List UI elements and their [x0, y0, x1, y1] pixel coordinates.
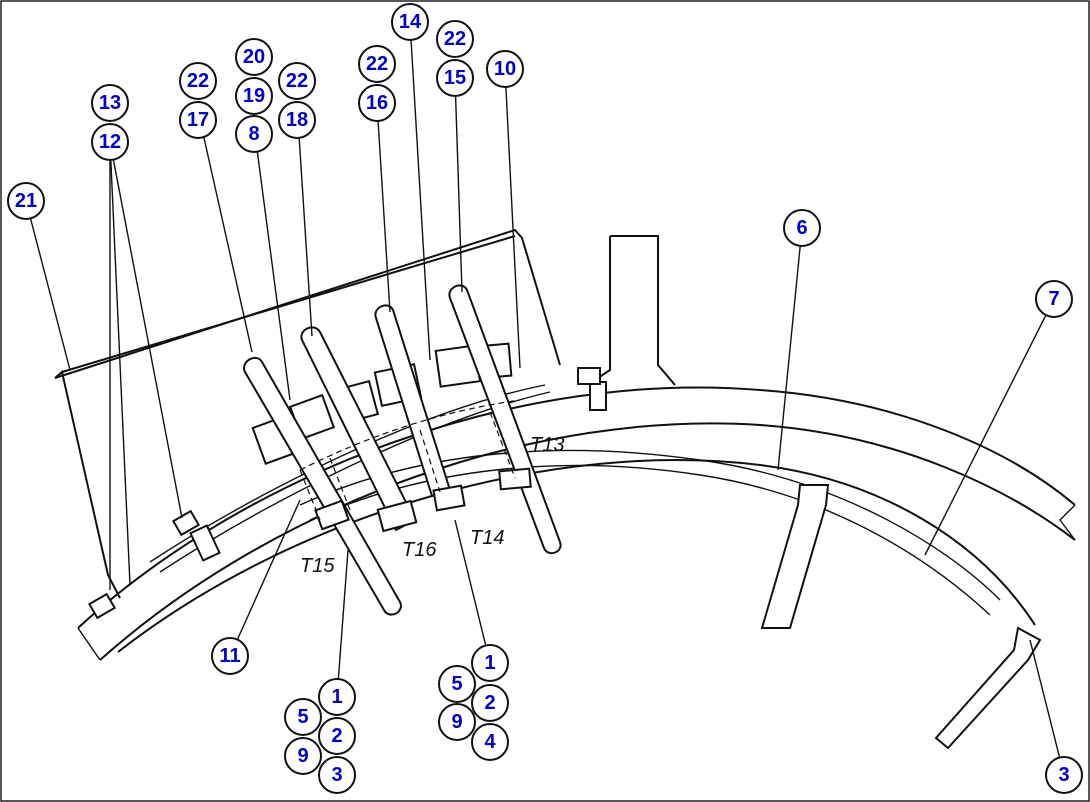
callout-group-1-2-label: 2 [331, 725, 342, 747]
callout-group-2-5-label: 5 [451, 673, 462, 695]
callout-12: 12 [91, 123, 129, 161]
callout-group-1-3: 3 [318, 756, 356, 794]
fuse-wires [243, 284, 562, 616]
callout-6-label: 6 [796, 217, 807, 239]
callout-group-2-4: 4 [471, 723, 509, 761]
callout-group-2-2: 2 [471, 684, 509, 722]
callout-group-1-9: 9 [284, 737, 322, 775]
callout-7: 7 [1035, 280, 1073, 318]
callout-20: 20 [235, 38, 273, 76]
callout-group-1-2: 2 [318, 717, 356, 755]
terminal-labels: T13 T14 T15 T16 [300, 434, 564, 577]
callout-15: 15 [436, 59, 474, 97]
callout-21-label: 21 [15, 190, 37, 212]
terminal-label-t16: T16 [402, 539, 437, 561]
callout-22-b: 22 [278, 62, 316, 100]
callout-22-c-label: 22 [366, 53, 388, 75]
callout-22-d: 22 [436, 20, 474, 58]
callout-14: 14 [391, 3, 429, 41]
callout-group-2-1-label: 1 [484, 652, 495, 674]
leader-lines [25, 21, 1065, 776]
callout-group-1-1-label: 1 [331, 686, 342, 708]
callout-20-label: 20 [243, 46, 265, 68]
callout-10-label: 10 [494, 58, 516, 80]
callout-22-a: 22 [179, 62, 217, 100]
callout-14-label: 14 [399, 11, 422, 33]
callout-3-label: 3 [1058, 764, 1069, 786]
callout-group-2-2-label: 2 [484, 692, 495, 714]
callout-3: 3 [1045, 756, 1083, 794]
callout-group-1-1: 1 [318, 678, 356, 716]
callout-group-1-5: 5 [284, 698, 322, 736]
callout-8: 8 [235, 115, 273, 153]
callout-group-1-3-label: 3 [331, 764, 342, 786]
callout-22-a-label: 22 [187, 70, 209, 92]
callout-11: 11 [211, 637, 249, 675]
callout-8-label: 8 [248, 123, 259, 145]
callout-11-label: 11 [219, 645, 240, 667]
callout-group-2-5: 5 [438, 665, 476, 703]
callout-22-c: 22 [358, 45, 396, 83]
callout-7-label: 7 [1048, 288, 1059, 310]
callout-group-2-1: 1 [471, 644, 509, 682]
callout-group-1-5-label: 5 [297, 706, 308, 728]
bolts [87, 367, 601, 620]
callout-13: 13 [91, 84, 129, 122]
callout-12-label: 12 [99, 131, 121, 153]
callout-13-label: 13 [99, 92, 121, 114]
callout-17-label: 17 [187, 109, 209, 131]
callout-16: 16 [358, 84, 396, 122]
callout-6: 6 [783, 209, 821, 247]
callout-group-2-9: 9 [438, 703, 476, 741]
callout-group-1-9-label: 9 [297, 745, 308, 767]
callout-15-label: 15 [444, 67, 466, 89]
callout-18-label: 18 [286, 109, 308, 131]
upright-bracket [597, 235, 676, 386]
cover-plate [54, 228, 561, 599]
bracket-legs [760, 484, 1042, 750]
terminal-label-t14: T14 [470, 527, 504, 549]
terminal-label-t15: T15 [300, 555, 335, 577]
callout-10: 10 [486, 50, 524, 88]
callout-19: 19 [235, 77, 273, 115]
callout-group-2-4-label: 4 [484, 731, 496, 753]
callout-16-label: 16 [366, 92, 388, 114]
callout-17: 17 [179, 101, 217, 139]
terminal-label-t13: T13 [530, 434, 564, 456]
callout-bubbles: 21 13 12 22 17 20 19 8 22 18 22 16 14 22… [7, 3, 1083, 794]
callout-19-label: 19 [243, 85, 265, 107]
arched-rail [77, 386, 1076, 661]
callout-22-d-label: 22 [444, 28, 466, 50]
callout-group-2-9-label: 9 [451, 711, 462, 733]
callout-21: 21 [7, 182, 45, 220]
callout-22-b-label: 22 [286, 70, 308, 92]
callout-18: 18 [278, 101, 316, 139]
